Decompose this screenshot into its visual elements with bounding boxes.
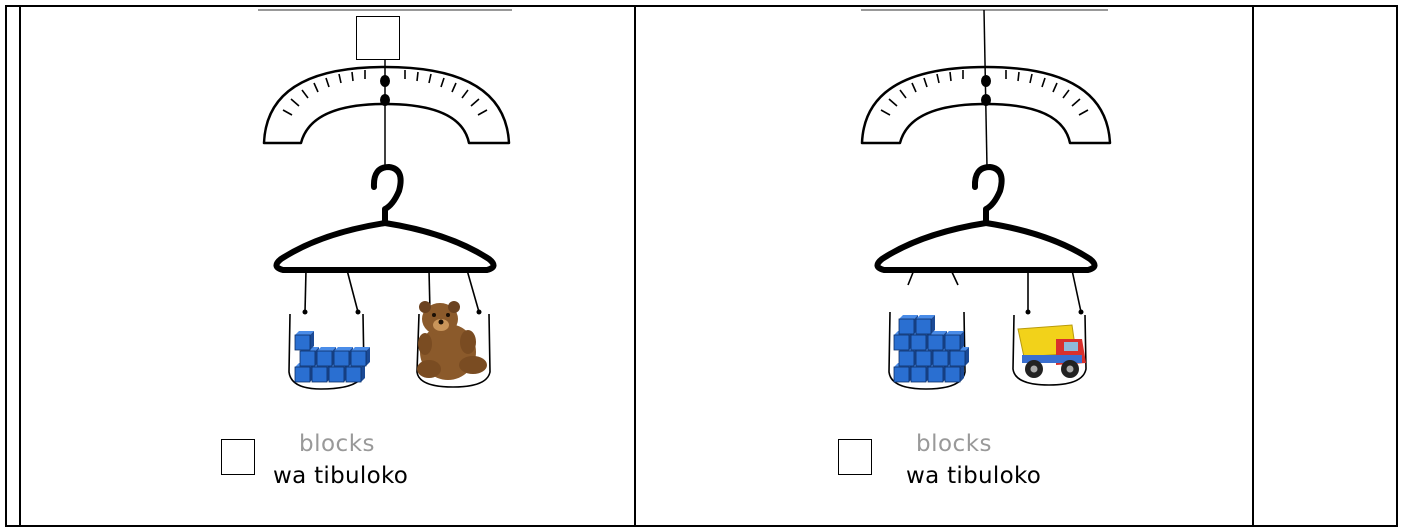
problem-cell-1: blocks wa tibuloko [21,7,634,525]
scale-illustration-1 [21,7,634,407]
worksheet-table: blocks wa tibuloko [5,5,1398,527]
teddy-bear-icon [417,301,487,380]
answer-box-2[interactable] [838,439,872,475]
unit-label-sw-1: wa tibuloko [273,463,408,489]
block-icon [351,347,370,366]
empty-cell [1254,7,1396,525]
block-icon [317,347,336,366]
block-icon [334,347,353,366]
scale-reading-box[interactable] [356,16,400,60]
blocks-pile-2 [894,315,969,382]
unit-label-en-1: blocks [299,431,375,457]
scale-illustration-2 [636,7,1252,407]
block-icon [916,315,935,334]
block-icon [899,315,918,334]
toy-truck-icon [1018,325,1086,378]
block-icon [295,331,314,350]
hanger-icon [877,167,1094,270]
block-icon [945,331,964,350]
answer-box-1[interactable] [221,439,255,475]
unit-label-en-2: blocks [916,431,992,457]
blocks-pile-1 [295,331,370,382]
unit-label-sw-2: wa tibuloko [906,463,1041,489]
problem-cell-2: blocks wa tibuloko [636,7,1252,525]
hanger-icon [276,167,493,270]
